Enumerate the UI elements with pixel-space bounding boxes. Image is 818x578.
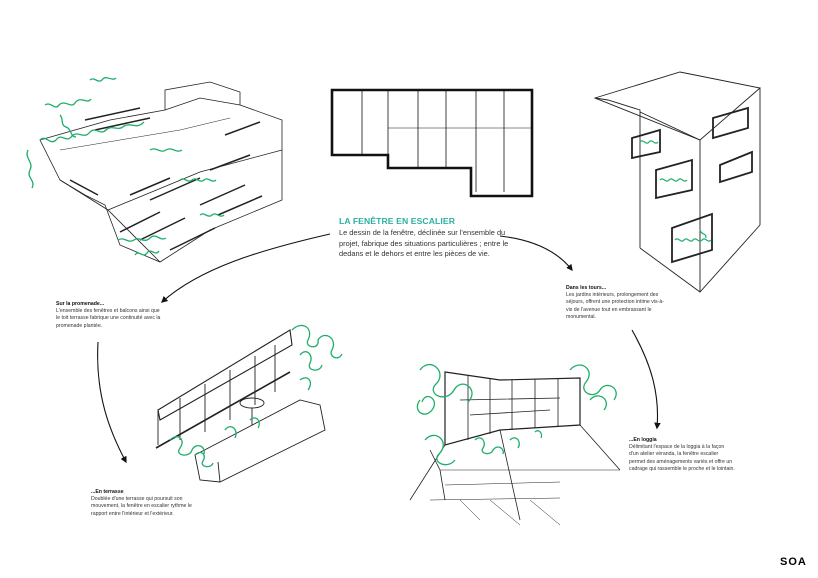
caption-promenade: Sur la promenade... L'ensemble des fenêt… <box>56 301 162 330</box>
arrow-to-tours <box>499 235 573 272</box>
caption-promenade-heading: Sur la promenade... <box>56 301 105 307</box>
main-title: LA FENÊTRE EN ESCALIER <box>339 216 455 226</box>
caption-promenade-body: L'ensemble des fenêtres et balcons ainsi… <box>56 308 161 329</box>
flow-arrows <box>97 233 661 464</box>
caption-loggia-body: Délimitant l'espace de la loggia à la fa… <box>629 444 735 472</box>
caption-loggia: ...En loggia Délimitant l'espace de la l… <box>629 437 735 473</box>
arrow-to-loggia <box>631 329 661 430</box>
caption-tours-heading: Dans les tours... <box>566 285 607 291</box>
promenade-vegetation <box>26 77 225 256</box>
terrace-vegetation <box>169 324 343 468</box>
tower-sketch <box>593 71 761 293</box>
tower-vegetation <box>639 140 712 242</box>
main-description: Le dessin de la fenêtre, déclinée sur l'… <box>339 228 509 259</box>
arrow-to-promenade <box>161 233 331 303</box>
terrace-sketch <box>155 329 326 483</box>
caption-terrasse: ...En terrasse Doublée d'une terrasse qu… <box>91 489 197 518</box>
arrow-to-terrasse <box>97 341 127 464</box>
caption-terrasse-heading: ...En terrasse <box>91 489 124 495</box>
loggia-vegetation <box>416 363 617 466</box>
stepped-window-elevation <box>330 88 534 198</box>
promenade-building-sketch <box>39 81 283 263</box>
caption-tours-body: Les jardins intérieurs, prolongement des… <box>566 292 664 320</box>
caption-loggia-heading: ...En loggia <box>629 437 657 443</box>
soa-logo: SOA <box>780 556 807 568</box>
loggia-sketch <box>409 371 621 526</box>
caption-terrasse-body: Doublée d'une terrasse qui poursuit son … <box>91 496 192 517</box>
caption-tours: Dans les tours... Les jardins intérieurs… <box>566 285 670 321</box>
